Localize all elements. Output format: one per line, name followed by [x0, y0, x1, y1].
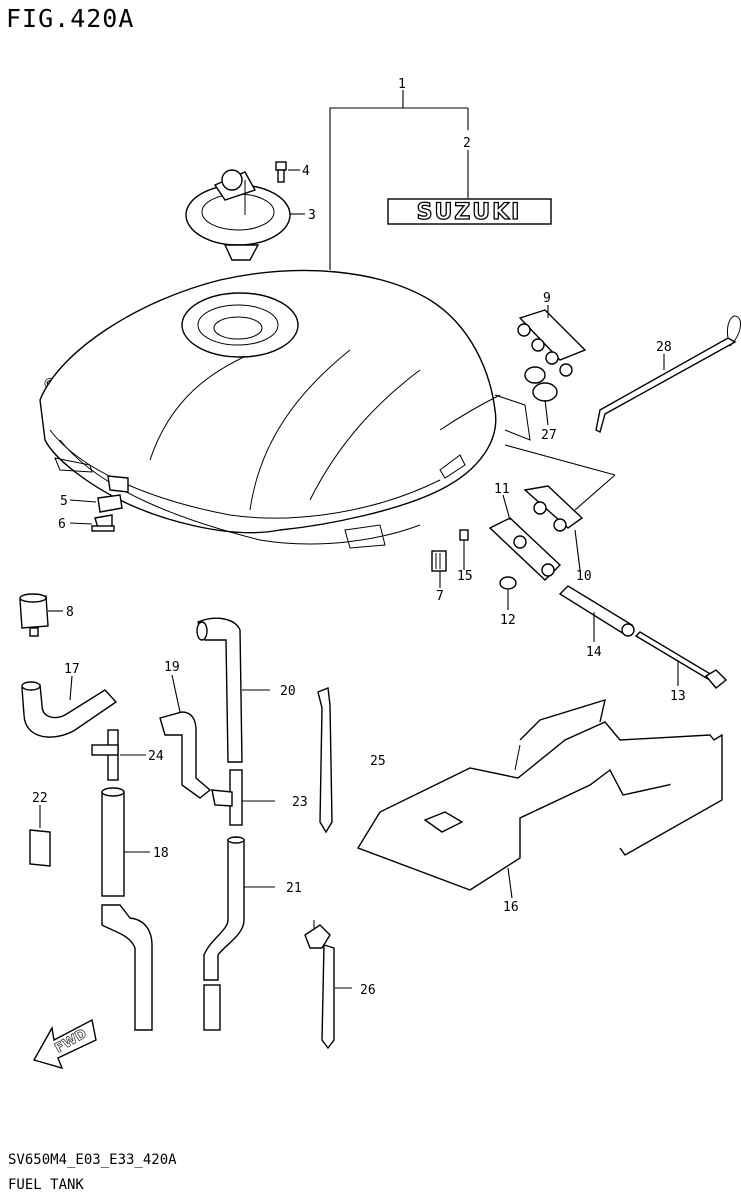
cap-bolt [275, 161, 287, 183]
suzuki-logo-text: SUZUKI [417, 200, 522, 225]
callout-10: 10 [576, 569, 592, 584]
callout-labels: 1 2 3 4 5 6 7 8 9 10 11 12 13 14 15 16 1… [32, 77, 686, 998]
cushion-5 [97, 475, 129, 513]
callout-13: 13 [670, 689, 686, 704]
bolt-13 [634, 631, 728, 689]
joint-24 [91, 729, 119, 781]
callout-11: 11 [494, 482, 510, 497]
callout-7: 7 [436, 589, 444, 604]
fuel-tank [39, 269, 531, 549]
callout-26: 26 [360, 983, 376, 998]
diagram-code: SV650M4_E03_E33_420A [8, 1152, 177, 1168]
hose-17 [21, 681, 118, 738]
callout-2: 2 [463, 136, 471, 151]
callout-4: 4 [302, 164, 310, 179]
diagram-name: FUEL TANK [8, 1177, 84, 1193]
clip-15 [459, 529, 469, 541]
callout-6: 6 [58, 517, 66, 532]
callout-20: 20 [280, 684, 296, 699]
callout-3: 3 [308, 208, 316, 223]
callout-14: 14 [586, 645, 602, 660]
bracket-assembly-11 [488, 485, 584, 581]
cover-16 [356, 698, 723, 891]
cushion-27 [524, 366, 558, 402]
clamp-25 [317, 687, 333, 834]
callout-15: 15 [457, 569, 473, 584]
hose-lower-left [101, 904, 153, 1031]
nut-12 [499, 576, 517, 590]
hose-20 [196, 617, 243, 763]
callout-1: 1 [398, 77, 406, 92]
bracket-9 [517, 309, 587, 377]
rod-28 [595, 315, 741, 434]
label-22 [29, 829, 51, 867]
joint-23 [211, 769, 243, 826]
suzuki-emblem: SUZUKI [387, 198, 552, 226]
callout-9: 9 [543, 291, 551, 306]
leader-1 [329, 107, 468, 270]
callout-18: 18 [153, 846, 169, 861]
fwd-arrow: FWD [32, 1018, 97, 1070]
holder-6 [91, 514, 115, 532]
callout-19: 19 [164, 660, 180, 675]
hose-21 [203, 836, 245, 1031]
callout-23: 23 [292, 795, 308, 810]
spacer-14 [558, 585, 635, 637]
fuel-cap [185, 169, 291, 261]
callout-16: 16 [503, 900, 519, 915]
callout-5: 5 [60, 494, 68, 509]
callout-17: 17 [64, 662, 80, 677]
figure-title: FIG.420A [6, 4, 135, 33]
callout-22: 22 [32, 791, 48, 806]
hose-18 [101, 787, 150, 897]
damper-8 [19, 593, 49, 637]
pad-7 [431, 550, 447, 572]
callout-12: 12 [500, 613, 516, 628]
tie-26 [304, 920, 335, 1050]
callout-25: 25 [370, 754, 386, 769]
callout-28: 28 [656, 340, 672, 355]
callout-8: 8 [66, 605, 74, 620]
callout-27: 27 [541, 428, 557, 443]
callout-24: 24 [148, 749, 164, 764]
hose-19 [159, 711, 212, 799]
callout-21: 21 [286, 881, 302, 896]
